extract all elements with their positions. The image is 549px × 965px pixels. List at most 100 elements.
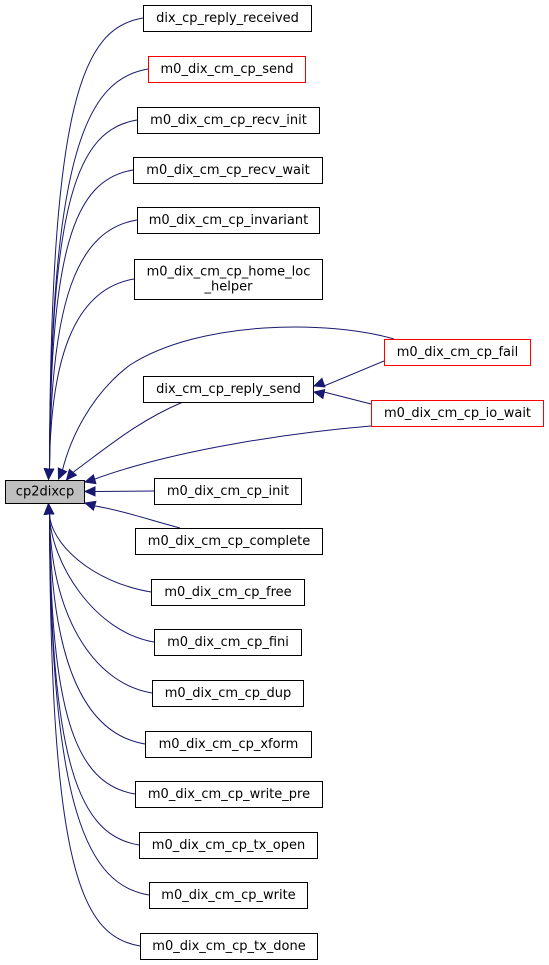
node-box: [133, 157, 323, 184]
node-box: [152, 680, 304, 707]
edge-line: [62, 326, 395, 471]
edge-m0_dix_cm_cp_send-to-cp2dixcp: [43, 68, 149, 481]
node-dix-cp-reply-received[interactable]: dix_cp_reply_received: [143, 5, 312, 32]
edge-line: [49, 513, 153, 694]
node-m0-dix-cm-cp-write-pre[interactable]: m0_dix_cm_cp_write_pre: [135, 781, 323, 808]
edge-m0_dix_cm_cp_fail-to-cp2dixcp: [57, 326, 395, 481]
node-m0-dix-cm-cp-tx-open[interactable]: m0_dix_cm_cp_tx_open: [139, 832, 318, 859]
edge-line: [49, 17, 144, 470]
node-label: m0_dix_cm_cp_fini: [167, 635, 289, 650]
node-box: [139, 832, 318, 859]
edge-m0_dix_cm_cp_write-to-cp2dixcp: [43, 502, 150, 896]
edge-line: [73, 401, 184, 473]
edge-m0_dix_cm_cp_fini-to-cp2dixcp: [43, 502, 155, 643]
node-box: [140, 933, 318, 960]
node-m0-dix-cm-cp-home-loc-helper[interactable]: m0_dix_cm_cp_home_loc_helper: [134, 259, 323, 300]
node-m0-dix-cm-cp-recv-init[interactable]: m0_dix_cm_cp_recv_init: [137, 107, 320, 134]
node-m0-dix-cm-cp-fail[interactable]: m0_dix_cm_cp_fail: [384, 339, 531, 366]
nodes-layer: cp2dixcp dix_cp_reply_received m0_dix_cm_c…: [5, 5, 544, 960]
node-m0-dix-cm-cp-dup[interactable]: m0_dix_cm_cp_dup: [152, 680, 304, 707]
edge-line: [323, 360, 385, 387]
node-label: cp2dixcp: [16, 485, 74, 500]
node-label: m0_dix_cm_cp_write_pre: [148, 787, 310, 802]
node-label: m0_dix_cm_cp_tx_done: [152, 939, 305, 954]
node-m0-dix-cm-cp-recv-wait[interactable]: m0_dix_cm_cp_recv_wait: [133, 157, 323, 184]
node-label: m0_dix_cm_cp_recv_wait: [146, 163, 309, 178]
arrow-head-icon: [83, 486, 96, 497]
node-m0-dix-cm-cp-tx-done[interactable]: m0_dix_cm_cp_tx_done: [140, 933, 318, 960]
edge-line: [49, 513, 150, 896]
edge-line: [49, 513, 136, 795]
arrow-head-icon: [57, 467, 68, 481]
edge-line: [49, 278, 135, 470]
node-box: [154, 629, 302, 656]
node-box: [143, 376, 314, 403]
edge-line: [49, 219, 138, 470]
edge-line: [94, 490, 155, 492]
node-box: [151, 579, 305, 606]
node-label: m0_dix_cm_cp_home_loc: [147, 265, 311, 280]
edge-m0_dix_cm_cp_fail-to-dix_cm_cp_reply_send: [312, 360, 385, 388]
node-label: m0_dix_cm_cp_tx_open: [152, 838, 305, 853]
node-box: [148, 56, 306, 83]
node-m0-dix-cm-cp-xform[interactable]: m0_dix_cm_cp_xform: [145, 731, 312, 758]
node-label: m0_dix_cm_cp_free: [164, 585, 291, 600]
node-m0-dix-cm-cp-fini[interactable]: m0_dix_cm_cp_fini: [154, 629, 302, 656]
node-box: [137, 207, 320, 234]
node-label: m0_dix_cm_cp_xform: [159, 737, 299, 752]
edge-m0_dix_cm_cp_io_wait-to-cp2dixcp: [83, 425, 372, 485]
edge-line: [49, 513, 152, 593]
edge-line: [49, 68, 149, 470]
node-box: [143, 5, 312, 32]
node-box: [384, 339, 531, 366]
node-box: [154, 478, 302, 505]
edge-m0_dix_cm_cp_io_wait-to-dix_cm_cp_reply_send: [312, 389, 372, 405]
edge-line: [49, 513, 146, 745]
edge-m0_dix_cm_cp_recv_wait-to-cp2dixcp: [43, 169, 134, 481]
node-box: [149, 882, 308, 909]
node-label: m0_dix_cm_cp_write: [161, 888, 295, 903]
node-m0-dix-cm-cp-invariant[interactable]: m0_dix_cm_cp_invariant: [137, 207, 320, 234]
edges-layer: [43, 17, 395, 947]
node-m0-dix-cm-cp-free[interactable]: m0_dix_cm_cp_free: [151, 579, 305, 606]
node-label: m0_dix_cm_cp_recv_init: [150, 113, 307, 128]
edge-line: [94, 505, 181, 529]
edge-m0_dix_cm_cp_write_pre-to-cp2dixcp: [43, 502, 136, 795]
edge-line: [94, 425, 372, 480]
node-label: m0_dix_cm_cp_io_wait: [384, 406, 531, 421]
node-m0-dix-cm-cp-io-wait[interactable]: m0_dix_cm_cp_io_wait: [371, 400, 544, 427]
node-box: [5, 480, 85, 504]
arrow-head-icon: [312, 377, 326, 388]
node-label: m0_dix_cm_cp_dup: [165, 686, 291, 701]
node-box: [134, 259, 323, 300]
edge-m0_dix_cm_cp_tx_done-to-cp2dixcp: [43, 502, 141, 947]
node-m0-dix-cm-cp-init[interactable]: m0_dix_cm_cp_init: [154, 478, 302, 505]
edge-m0_dix_cm_cp_init-to-cp2dixcp: [83, 486, 155, 497]
node-label: dix_cm_cp_reply_send: [156, 382, 301, 397]
arrow-head-icon: [43, 502, 55, 515]
edge-dix_cm_cp_reply_send-to-cp2dixcp: [65, 401, 184, 481]
node-m0-dix-cm-cp-write[interactable]: m0_dix_cm_cp_write: [149, 882, 308, 909]
node-label: m0_dix_cm_cp_fail: [397, 345, 518, 360]
node-dix-cm-cp-reply-send[interactable]: dix_cm_cp_reply_send: [143, 376, 314, 403]
node-box: [135, 528, 323, 555]
arrow-head-icon: [43, 468, 55, 481]
arrow-head-icon: [83, 474, 97, 485]
edge-line: [49, 119, 138, 470]
node-label: m0_dix_cm_cp_init: [167, 484, 289, 499]
edge-line: [49, 169, 134, 470]
arrow-head-icon: [312, 389, 326, 400]
node-m0-dix-cm-cp-send[interactable]: m0_dix_cm_cp_send: [148, 56, 306, 83]
edge-line: [323, 391, 372, 405]
edge-line: [49, 513, 155, 643]
node-label: m0_dix_cm_cp_invariant: [149, 213, 308, 228]
node-m0-dix-cm-cp-complete[interactable]: m0_dix_cm_cp_complete: [135, 528, 323, 555]
arrow-head-icon: [65, 468, 78, 481]
node-box: [371, 400, 544, 427]
edge-m0_dix_cm_cp_complete-to-cp2dixcp: [83, 500, 181, 529]
node-label: m0_dix_cm_cp_send: [161, 62, 294, 77]
node-box: [137, 107, 320, 134]
edge-m0_dix_cm_cp_home_loc_helper-to-cp2dixcp: [43, 278, 135, 481]
node-box: [135, 781, 323, 808]
